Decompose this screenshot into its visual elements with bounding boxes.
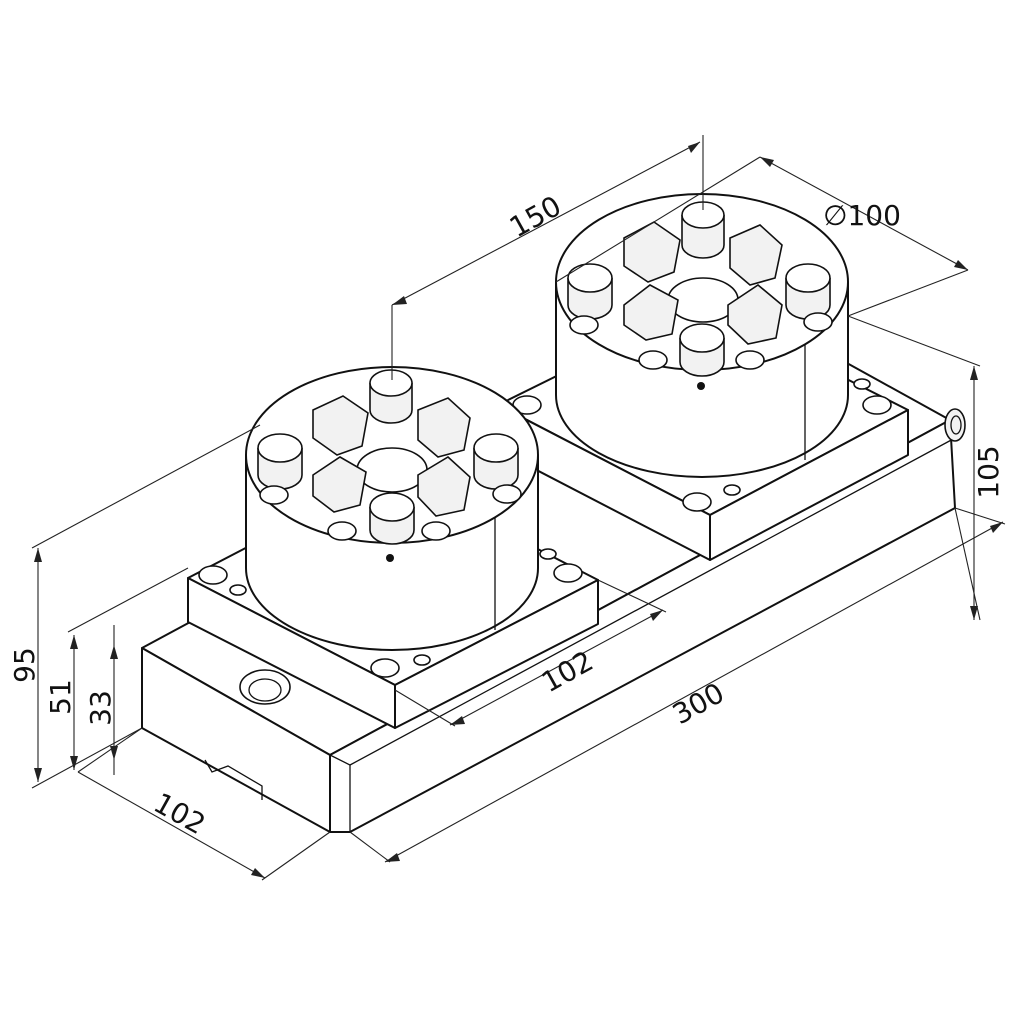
dim-chuck-spacing: 150 <box>504 189 567 244</box>
dim-base-width: 102 <box>148 786 211 841</box>
left-chuck <box>245 366 539 651</box>
dimension-lines <box>31 135 1006 881</box>
dim-side-height: 105 <box>972 445 1005 498</box>
right-chuck-pins <box>567 201 831 377</box>
left-chuck-pins <box>257 369 519 545</box>
dim-base-length: 300 <box>667 676 730 731</box>
left-chuck-jaws <box>312 395 471 517</box>
dim-overall-height: 95 <box>8 647 41 683</box>
dim-chuck-diameter: ∅100 <box>823 199 901 232</box>
right-chuck-jaws <box>623 221 783 345</box>
right-chuck <box>555 193 849 478</box>
dim-base-plate-height: 51 <box>44 679 77 715</box>
dim-base-height: 33 <box>84 690 117 726</box>
